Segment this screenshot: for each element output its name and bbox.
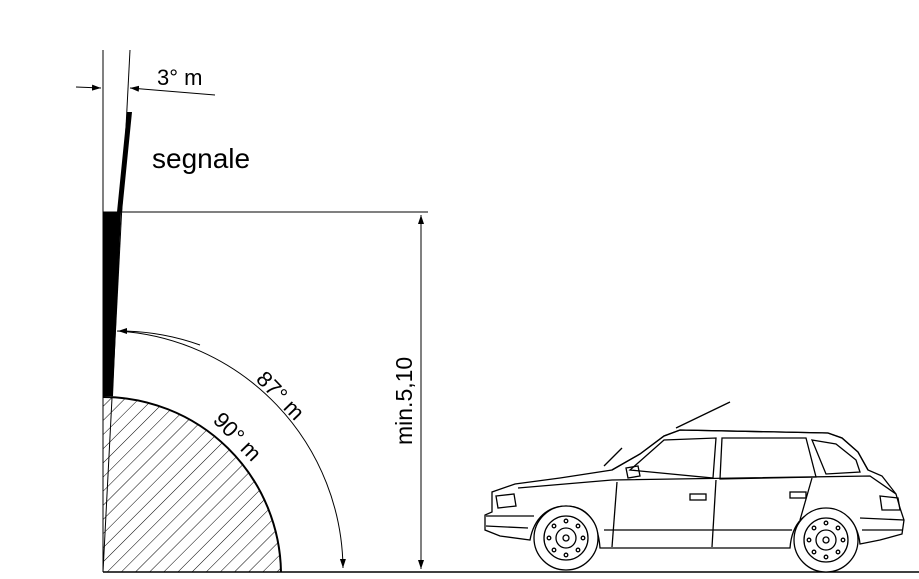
- rear-wheel: [793, 507, 859, 573]
- outer-angle-label: 87° m: [251, 366, 309, 425]
- clearance-label: min.5,10: [391, 357, 417, 445]
- sign-label: segnale: [152, 143, 250, 174]
- hatched-quarter-circle: [102, 396, 282, 573]
- clearance-dimension: min.5,10: [391, 215, 424, 569]
- sign-panel: [117, 112, 132, 212]
- gap-wedge: [103, 212, 121, 396]
- tilt-angle-label: 3° m: [157, 65, 202, 90]
- front-wheel: [533, 505, 599, 571]
- tilt-dimension: 3° m: [75, 65, 216, 96]
- outer-angle-arc: [116, 327, 346, 569]
